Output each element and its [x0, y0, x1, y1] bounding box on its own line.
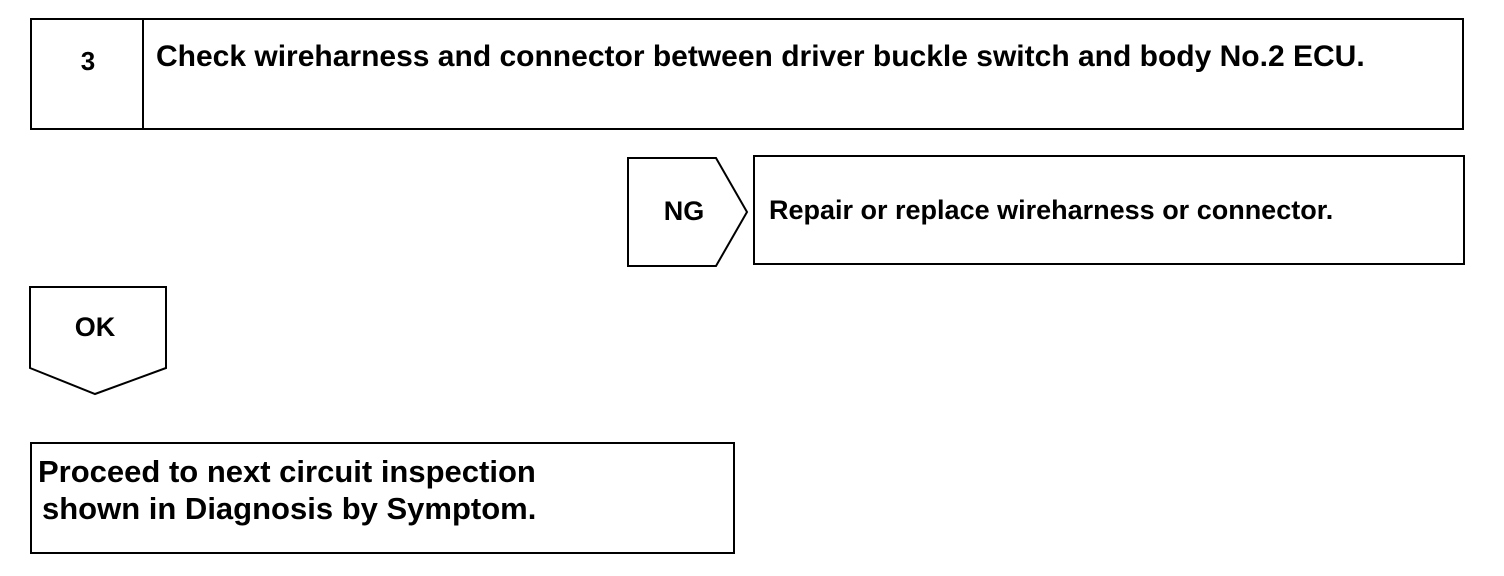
ng-result-text: Repair or replace wireharness or connect…: [769, 195, 1334, 225]
step-box: 3 Check wireharness and connector betwee…: [30, 18, 1464, 130]
proceed-box: Proceed to next circuit inspection shown…: [30, 442, 735, 554]
proceed-text-line2: shown in Diagnosis by Symptom.: [42, 491, 537, 526]
step-number-cell: 3: [32, 20, 144, 128]
ok-arrow-shape: [29, 286, 167, 396]
step-number: 3: [80, 46, 96, 76]
ng-label: NG: [663, 196, 705, 226]
proceed-text-line1: Proceed to next circuit inspection: [38, 454, 536, 489]
ng-arrow-shape: [627, 157, 749, 267]
ng-result-box: Repair or replace wireharness or connect…: [753, 155, 1465, 265]
ok-label: OK: [74, 312, 116, 342]
step-instruction: Check wireharness and connector between …: [156, 40, 1365, 73]
